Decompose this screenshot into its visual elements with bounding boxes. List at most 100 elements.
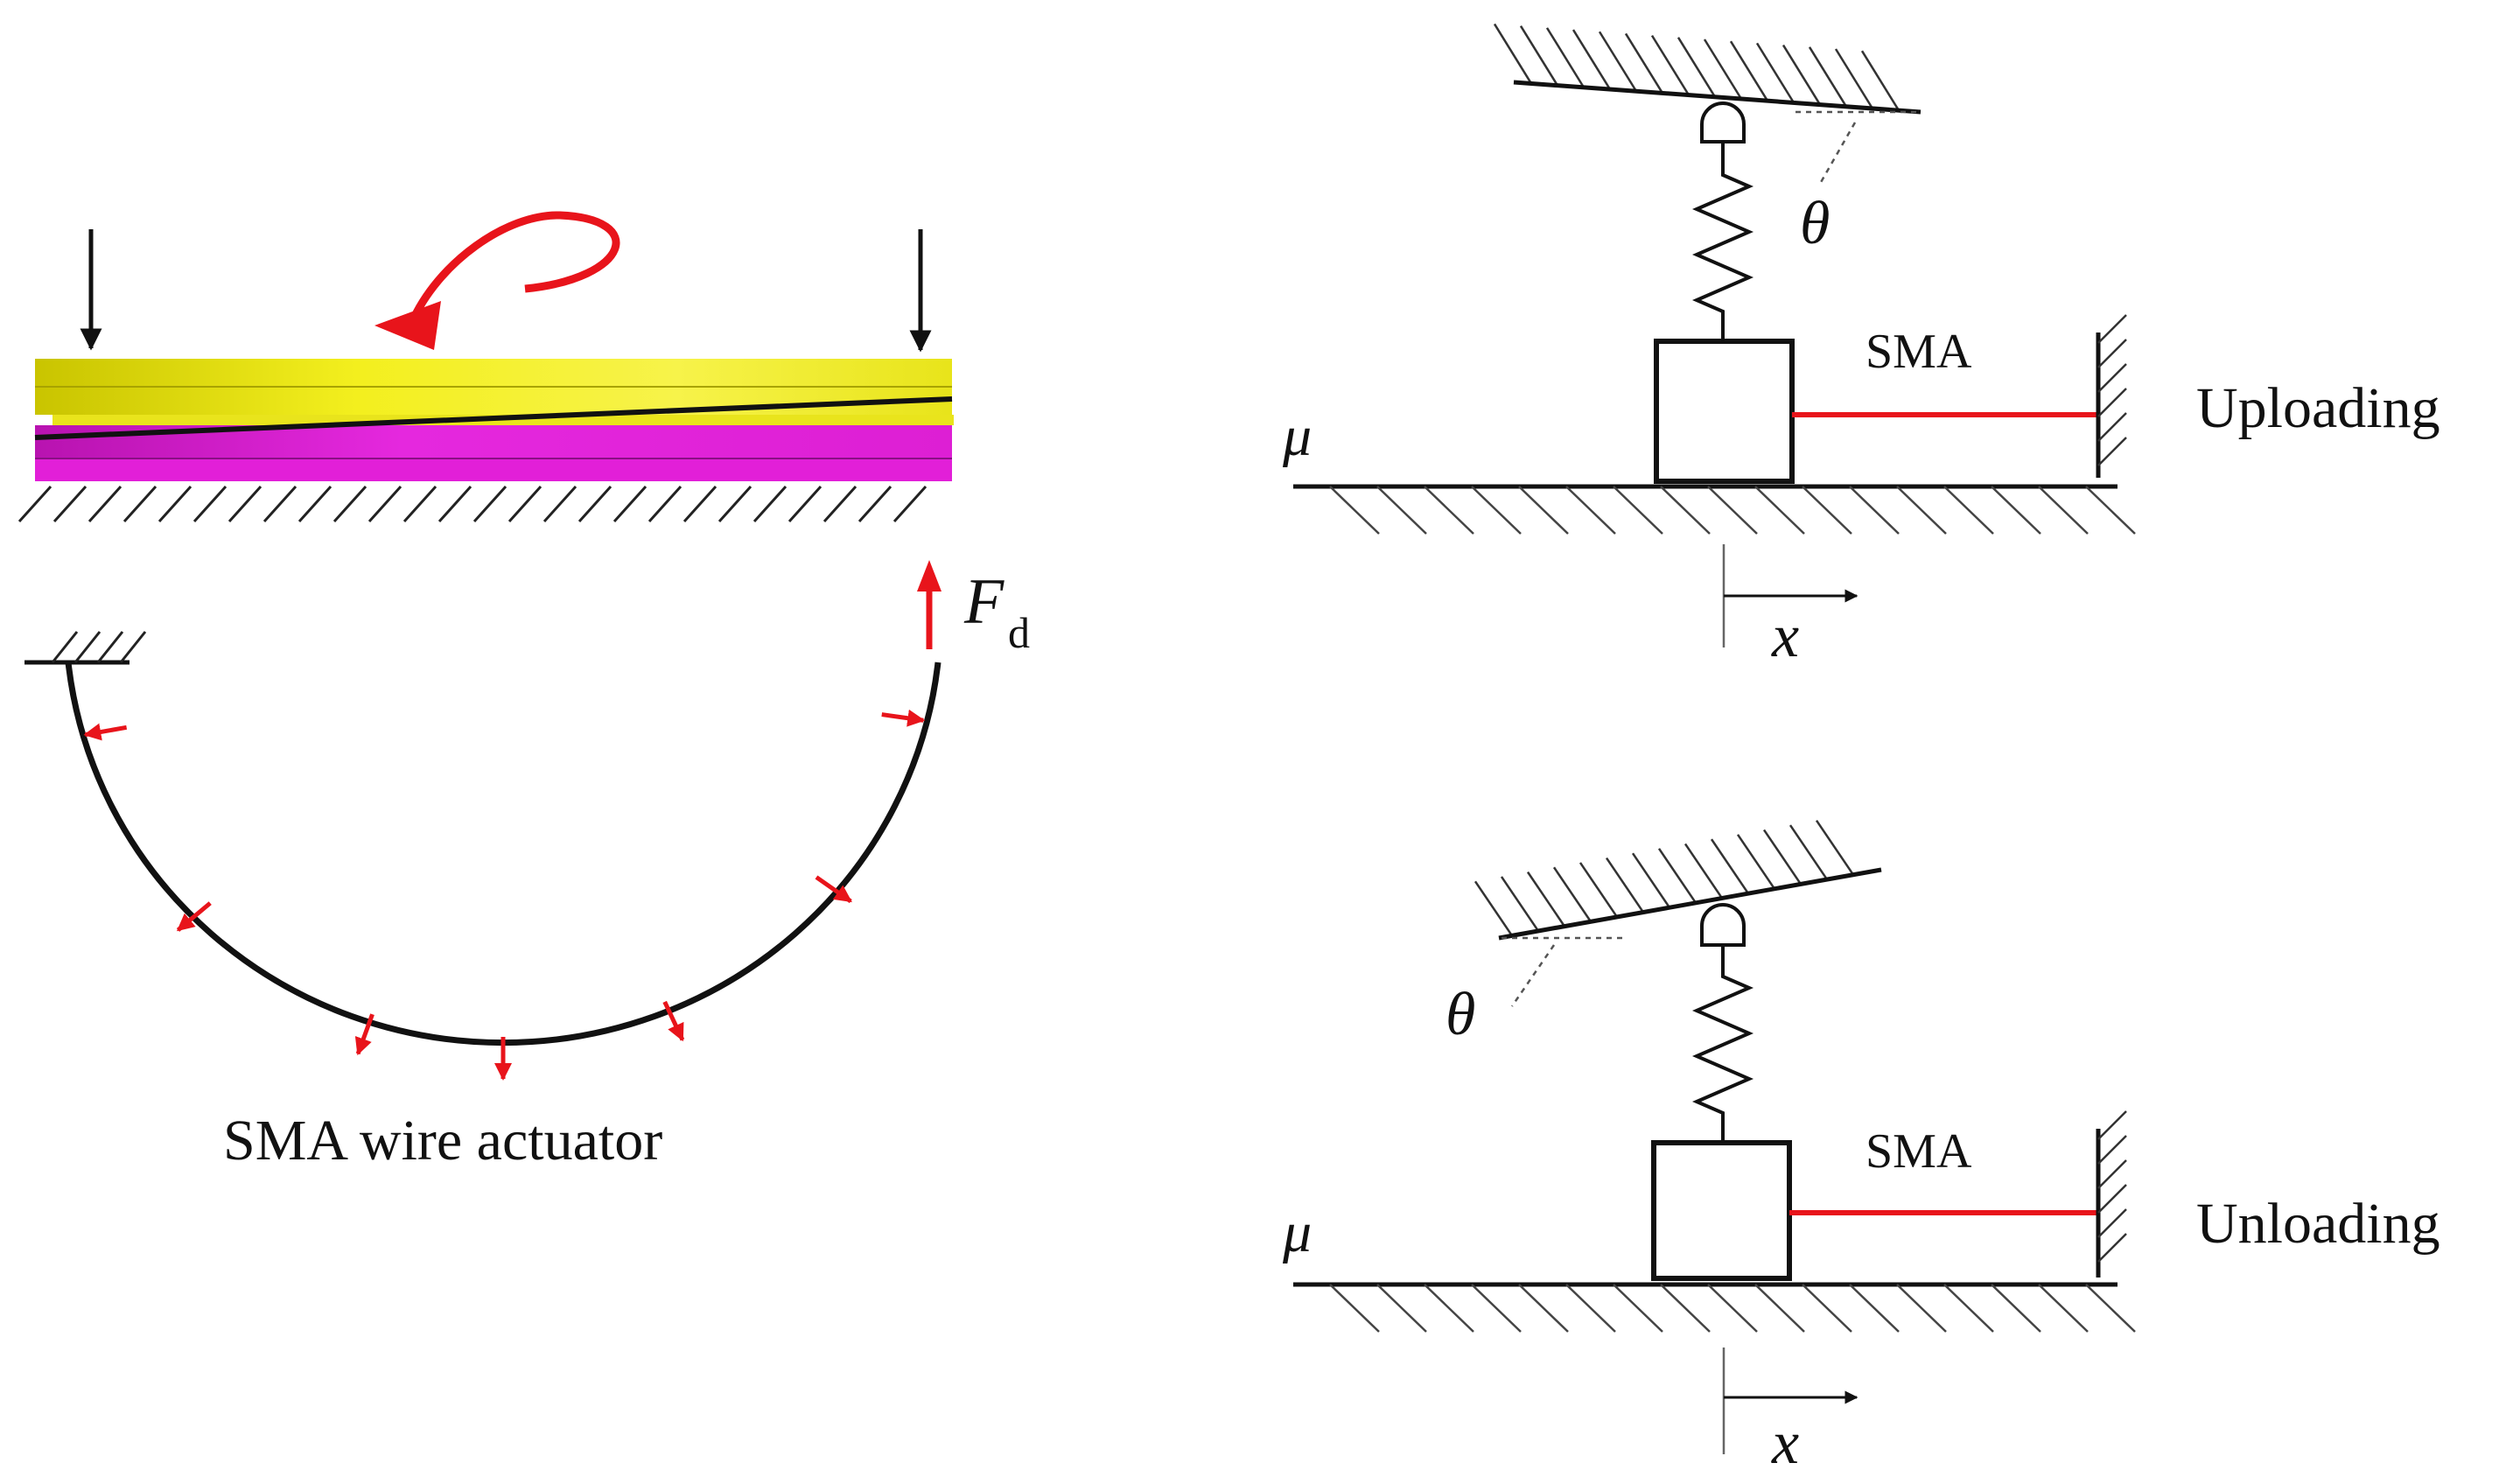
hatch-line [332, 485, 368, 523]
hatch-line [438, 485, 472, 523]
hatch-line [1860, 50, 1900, 111]
force-arrow [917, 560, 942, 649]
radial-force-arrow [354, 1013, 374, 1056]
radial-force-arrow [881, 709, 926, 727]
hatch-line [1703, 38, 1743, 100]
hatch-line [1991, 486, 2041, 535]
hatch-line [1802, 486, 1852, 535]
yellow-plate [35, 359, 954, 425]
hatch-line [1754, 486, 1805, 535]
hatch-line [612, 485, 648, 523]
hatch-line [1613, 486, 1663, 535]
hatch-line [158, 485, 192, 523]
hatch-line [1815, 820, 1855, 876]
hatch-line [368, 485, 402, 523]
hatch-line [1762, 829, 1802, 886]
wire-actuator: F d [24, 560, 1030, 1081]
hatch-line [52, 485, 88, 523]
hatch-line [1376, 486, 1427, 535]
hatch-line [1849, 486, 1900, 535]
hatch-line [2097, 363, 2127, 393]
tilted-ceiling [1498, 867, 1882, 941]
hatch-line [1493, 23, 1533, 85]
hatch-line [1598, 31, 1638, 92]
hatch-line [119, 631, 147, 663]
rotation-arrow [374, 211, 620, 350]
hatch-line [1613, 1284, 1663, 1333]
hatch-line [1526, 871, 1566, 928]
hatch-line [1896, 486, 1947, 535]
hatch-line [74, 631, 102, 663]
hatch-line [1376, 1284, 1427, 1333]
hatch-line [1329, 1284, 1380, 1333]
hatch-line [1788, 824, 1829, 880]
spring [1691, 142, 1754, 341]
hatch-line [2097, 1184, 2127, 1214]
hatch-line [1545, 27, 1586, 88]
magenta-plate [35, 425, 952, 481]
angle-symbol: θ [1446, 981, 1475, 1048]
wall-hatch [2097, 1110, 2127, 1263]
friction-symbol: μ [1282, 1200, 1312, 1264]
tilted-ceiling [1513, 80, 1922, 115]
hatch-line [2097, 1135, 2127, 1165]
hatch-line [2097, 437, 2127, 466]
hatch-line [542, 485, 578, 523]
hatch-line [1808, 46, 1848, 108]
floor-hatch [1329, 1284, 2136, 1333]
state-label: Unloading [2196, 1192, 2440, 1256]
hatch-line [298, 485, 332, 523]
hatch-line [88, 485, 122, 523]
hatch-line [1943, 1284, 1994, 1333]
hatch-line [122, 485, 158, 523]
friction-symbol: μ [1282, 404, 1312, 468]
hatch-line [858, 485, 892, 523]
hatch-line [1519, 24, 1559, 87]
radial-force-arrows [83, 709, 926, 1081]
hatch-line [262, 485, 298, 523]
ceiling-hatch [1493, 23, 1900, 111]
hatch-line [2097, 1159, 2127, 1189]
hatch-line [2097, 1110, 2127, 1140]
hatch-line [1707, 486, 1758, 535]
hatch-line [2097, 1233, 2127, 1263]
hatch-line [2085, 1284, 2136, 1333]
hatch-line [1834, 48, 1874, 109]
hatch-line [1729, 40, 1769, 102]
hatch-line [1424, 486, 1474, 535]
hatch-line [18, 485, 52, 523]
sma-label: SMA [1866, 1124, 1972, 1179]
hatch-line [1660, 1284, 1711, 1333]
hatch-line [1755, 42, 1796, 104]
actuator-caption: SMA wire actuator [223, 1109, 662, 1172]
force-symbol: F [963, 566, 1004, 638]
hatch-line [1896, 1284, 1947, 1333]
hatch-line [2038, 1284, 2089, 1333]
load-arrows [80, 229, 932, 353]
hatch-line [682, 485, 718, 523]
displacement-symbol: x [1771, 603, 1799, 670]
hatch-line [1710, 838, 1750, 894]
hatch-line [1471, 486, 1522, 535]
hatch-line [2097, 1208, 2127, 1238]
mass-block [1651, 1140, 1792, 1281]
hatch-line [1660, 486, 1711, 535]
hatch-line [1552, 866, 1592, 922]
hatch-line [1631, 852, 1671, 908]
hatch-line [51, 631, 79, 663]
floor-hatch [1329, 486, 2136, 535]
hatch-line [892, 485, 928, 523]
angle-guide [1510, 944, 1556, 1007]
radial-force-arrow [176, 901, 212, 932]
hatch-line [402, 485, 438, 523]
hatch-line [1605, 857, 1645, 914]
radial-force-arrow [815, 875, 852, 904]
angle-symbol: θ [1800, 190, 1830, 257]
hatch-line [788, 485, 822, 523]
radial-force-arrow [83, 723, 128, 741]
hatch-line [718, 485, 752, 523]
hatch-line [1474, 880, 1514, 937]
hatch-line [192, 485, 228, 523]
hatch-line [2097, 412, 2127, 442]
hatch-line [2038, 486, 2089, 535]
